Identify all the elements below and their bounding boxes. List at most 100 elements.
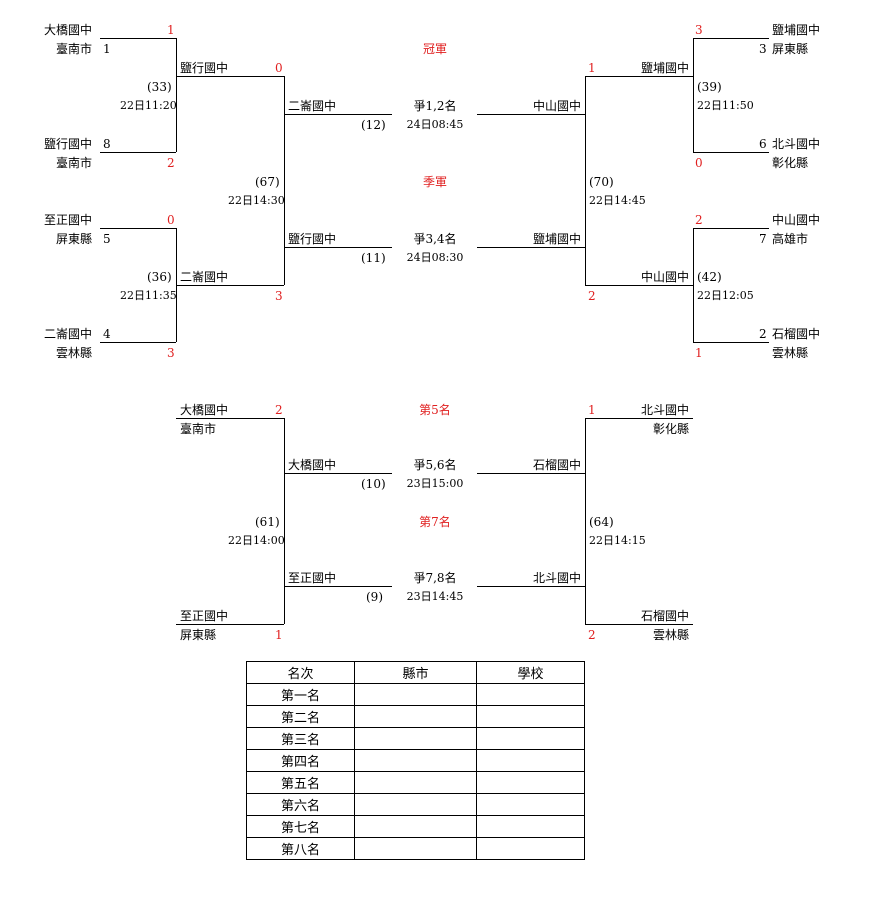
finalist-name: 中山國中: [532, 99, 581, 113]
team-name: 二崙國中: [44, 327, 93, 341]
third-place-label: 季軍: [422, 175, 447, 189]
team-name: 北斗國中: [772, 137, 821, 151]
team-county: 屏東縣: [180, 628, 217, 642]
game-number: (36): [147, 270, 172, 284]
winner-name: 二崙國中: [180, 270, 229, 284]
team-county: 臺南市: [56, 42, 93, 56]
rank-label: 第八名: [246, 837, 355, 860]
school-cell[interactable]: [476, 815, 585, 838]
winner-name: 中山國中: [640, 270, 689, 284]
team-name: 中山國中: [772, 213, 821, 227]
game-number: (33): [147, 80, 172, 94]
bracket-line: [100, 38, 176, 39]
winner-name: 鹽行國中: [180, 61, 229, 75]
team-name: 大橋國中: [44, 23, 93, 37]
school-cell[interactable]: [476, 727, 585, 750]
game-number: (11): [361, 251, 386, 265]
header-county: 縣市: [354, 661, 477, 684]
team-score: 1: [588, 403, 596, 417]
bracket-line: [176, 624, 284, 625]
bracket-line: [100, 342, 176, 343]
team-score: 2: [588, 289, 596, 303]
team-name: 石榴國中: [772, 327, 821, 341]
team-name: 鹽行國中: [44, 137, 93, 151]
seed-number: 8: [103, 137, 111, 151]
bracket-line: [477, 247, 585, 248]
school-cell[interactable]: [476, 749, 585, 772]
county-cell[interactable]: [354, 683, 477, 706]
game-number: (10): [361, 477, 386, 491]
seventh-place-label: 第7名: [419, 515, 451, 529]
ranking-row: 第二名: [246, 705, 585, 728]
finalist-name: 至正國中: [288, 571, 337, 585]
game-time: 22日14:30: [228, 194, 285, 207]
team-score: 2: [588, 628, 596, 642]
finalist-name: 石榴國中: [532, 458, 581, 472]
seed-number: 5: [103, 232, 111, 246]
ranking-row: 第一名: [246, 683, 585, 706]
team-name: 至正國中: [44, 213, 93, 227]
final-title: 爭1,2名: [413, 99, 457, 113]
school-cell[interactable]: [476, 705, 585, 728]
team-score: 2: [167, 156, 175, 170]
winner-name: 鹽埔國中: [640, 61, 689, 75]
seed-number: 6: [759, 137, 767, 151]
final-title: 爭5,6名: [413, 458, 457, 472]
ranking-row: 第五名: [246, 771, 585, 794]
team-name: 石榴國中: [640, 609, 689, 623]
team-county: 彰化縣: [772, 156, 809, 170]
school-cell[interactable]: [476, 837, 585, 860]
rank-label: 第七名: [246, 815, 355, 838]
bracket-line: [176, 418, 284, 419]
rank-label: 第三名: [246, 727, 355, 750]
final-time: 23日15:00: [406, 477, 464, 490]
seed-number: 4: [103, 327, 111, 341]
county-cell[interactable]: [354, 771, 477, 794]
final-title: 爭7,8名: [413, 571, 457, 585]
ranking-row: 第八名: [246, 837, 585, 860]
school-cell[interactable]: [476, 683, 585, 706]
county-cell[interactable]: [354, 705, 477, 728]
rank-label: 第一名: [246, 683, 355, 706]
county-cell[interactable]: [354, 727, 477, 750]
team-county: 雲林縣: [56, 346, 93, 360]
champion-label: 冠軍: [422, 42, 447, 56]
bracket-line: [585, 418, 586, 624]
bracket-line: [477, 473, 585, 474]
bracket-line: [284, 473, 392, 474]
county-cell[interactable]: [354, 793, 477, 816]
final-time: 24日08:30: [406, 251, 464, 264]
team-county: 屏東縣: [56, 232, 93, 246]
bracket-line: [284, 586, 392, 587]
seed-number: 3: [759, 42, 767, 56]
team-score: 0: [275, 61, 283, 75]
game-time: 22日14:15: [589, 534, 646, 547]
county-cell[interactable]: [354, 815, 477, 838]
team-county: 彰化縣: [652, 422, 689, 436]
bracket-line: [284, 247, 392, 248]
bracket-line: [585, 285, 693, 286]
county-cell[interactable]: [354, 749, 477, 772]
bracket-line: [100, 152, 176, 153]
bracket-line: [477, 114, 585, 115]
game-number: (42): [697, 270, 722, 284]
school-cell[interactable]: [476, 793, 585, 816]
bracket-line: [693, 152, 769, 153]
fifth-place-label: 第5名: [419, 403, 451, 417]
team-name: 大橋國中: [180, 403, 229, 417]
team-score: 3: [167, 346, 175, 360]
finalist-name: 鹽埔國中: [532, 232, 581, 246]
team-county: 屏東縣: [772, 42, 809, 56]
school-cell[interactable]: [476, 771, 585, 794]
county-cell[interactable]: [354, 837, 477, 860]
team-score: 0: [167, 213, 175, 227]
game-number: (67): [255, 175, 280, 189]
team-score: 3: [275, 289, 283, 303]
game-number: (39): [697, 80, 722, 94]
team-county: 臺南市: [180, 422, 217, 436]
ranking-row: 第四名: [246, 749, 585, 772]
team-name: 北斗國中: [640, 403, 689, 417]
game-number: (64): [589, 515, 614, 529]
bracket-line: [693, 228, 769, 229]
header-rank: 名次: [246, 661, 355, 684]
